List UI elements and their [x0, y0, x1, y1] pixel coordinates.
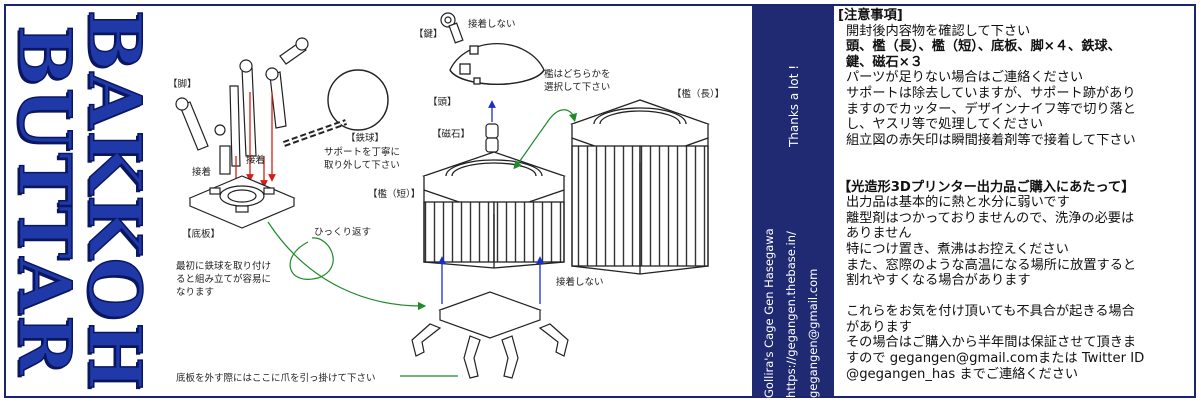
- credit-email: gegangen@gmail.com: [806, 268, 820, 398]
- label-glue-1: 接着: [192, 167, 212, 178]
- label-ball-note-2: 取り外して下さい: [324, 160, 400, 171]
- notes-gap: [838, 148, 1190, 164]
- label-cage-choose-2: 選択して下さい: [544, 82, 611, 93]
- label-base: 【底板】: [182, 229, 221, 240]
- title-line-1: BUTTAR: [6, 6, 88, 396]
- glue-arrows: [232, 92, 276, 188]
- notes-line: これらをお気を付け頂いても不具合が起きる場合: [846, 304, 1135, 320]
- label-flip: ひっくり返す: [314, 227, 372, 238]
- credit-band: Thanks a lot ! Gollira's Cage Gen Hasega…: [752, 6, 834, 398]
- label-ball: 【鉄球】: [346, 133, 385, 144]
- notes-line: 割れやすくなる場合があります: [846, 273, 1031, 289]
- notes-line: パーツが足りない場合はご連絡ください: [846, 70, 1084, 86]
- notes-line: @gegangen_has までご連絡ください: [846, 366, 1079, 382]
- label-head: 【頭】: [428, 97, 457, 108]
- thanks-label: Thanks a lot !: [787, 64, 801, 148]
- label-magnet: 【磁石】: [432, 129, 471, 140]
- short-cage: [421, 151, 567, 269]
- label-ball-note-1: サポートを丁寧に: [324, 147, 401, 158]
- head-dome: [449, 43, 545, 85]
- label-legs: 【脚】: [168, 79, 197, 90]
- notes-panel: [注意事項] 開封後内容物を確認して下さい 頭、檻（長）、檻（短）、底板、脚×４…: [838, 8, 1190, 394]
- notes-line: サポートは除去していますが、サポート跡があり: [846, 85, 1136, 101]
- notes-line: 開封後内容物を確認して下さい: [846, 23, 1031, 39]
- assembly-diagram: 【脚】 【鉄球】 サポートを丁寧に 取り外して下さい 接着 接着 【底板】 ひっ…: [160, 6, 750, 396]
- notes-line: また、窓際のような高温になる場所に放置すると: [846, 257, 1137, 273]
- assembled-base: [411, 291, 569, 379]
- notes-line: ありません: [846, 226, 912, 242]
- notes-heading-cautions: [注意事項]: [838, 8, 903, 23]
- notes-line: すので gegangen@gmail.comまたは Twitter ID: [846, 351, 1145, 367]
- label-key: 【鍵】: [414, 29, 443, 40]
- notes-line: 頭、檻（長）、檻（短）、底板、脚×４、鉄球、: [846, 39, 1121, 55]
- assembly-drawing: [175, 12, 710, 379]
- label-first-note-1: 最初に鉄球を取り付け: [176, 261, 272, 272]
- credit-lines: Gollira's Cage Gen Hasegawa https://gega…: [752, 186, 834, 398]
- label-cage-long: 【檻（長）】: [672, 89, 725, 100]
- notes-gap: [838, 164, 1190, 180]
- notes-line: ますのでカッター、デザインナイフ等で切り落と: [846, 101, 1136, 117]
- notes-line: 鍵、磁石×３: [846, 54, 923, 70]
- base-plate: [188, 175, 296, 229]
- credit-url: https://gegangen.thebase.in/: [784, 231, 798, 398]
- label-first-note-3: なります: [176, 287, 215, 298]
- notes-line: その場合はご購入から半年間は保証させて頂きま: [846, 335, 1137, 351]
- notes-line: 特につけ置き、煮沸はお控えください: [846, 241, 1069, 257]
- label-no-glue-top: 接着しない: [468, 19, 516, 30]
- notes-line: 離型剤はつかっておりませんので、洗浄の必要は: [846, 210, 1135, 226]
- notes-heading-3d-print: 【光造形3Dプリンター出力品ご購入にあたって】: [838, 179, 1135, 195]
- title-line-2: BAKKOH: [72, 6, 154, 396]
- notes-line: し、ヤスリ等で処理してください: [846, 117, 1044, 133]
- credit-line-2: https://gegangen.thebase.in/: [780, 186, 802, 398]
- label-no-glue-bottom: 接着しない: [556, 277, 604, 288]
- label-first-note-2: ると組み立てが容易に: [176, 274, 272, 285]
- magnets: [485, 123, 499, 153]
- credit-name: Gollira's Cage Gen Hasegawa: [762, 228, 776, 398]
- iron-ball: [282, 69, 389, 147]
- key-part: [440, 12, 464, 44]
- title-band: BUTTAR BAKKOH: [6, 6, 154, 396]
- label-glue-2: 接着: [246, 155, 266, 166]
- label-cage-short: 【檻（短）】: [368, 189, 421, 200]
- thanks-text: Thanks a lot !: [780, 6, 808, 206]
- title-text-2: BAKKOH: [72, 9, 154, 393]
- label-cage-choose-1: 檻はどちらかを: [544, 69, 611, 80]
- leg-parts: [175, 37, 309, 175]
- notes-line: 組立図の赤矢印は瞬間接着剤等で接着して下さい: [846, 132, 1136, 148]
- notes-line: 出力品は基本的に熱と水分に弱いです: [846, 195, 1070, 211]
- credit-line-3: gegangen@gmail.com: [802, 186, 824, 398]
- guide-lines: [267, 109, 578, 377]
- credit-line-1: Gollira's Cage Gen Hasegawa: [758, 186, 780, 398]
- sheet-border: [4, 4, 1196, 398]
- notes-gap: [838, 289, 1190, 305]
- label-bottom-note: 底板を外す際にはここに爪を引っ掛けて下さい: [176, 373, 376, 384]
- long-cage: [570, 99, 710, 275]
- notes-line: があります: [846, 319, 912, 335]
